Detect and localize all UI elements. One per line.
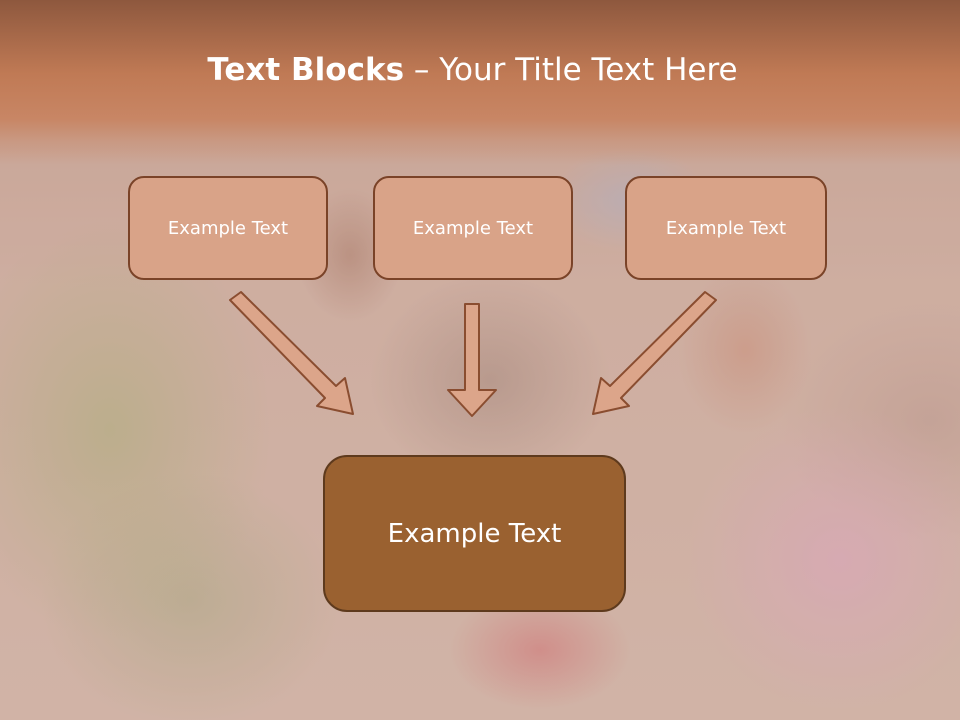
slide-title: Text Blocks – Your Title Text Here xyxy=(0,52,945,88)
text-block-left-label: Example Text xyxy=(167,217,289,239)
text-block-main-label: Example Text xyxy=(387,518,562,549)
title-rest: – Your Title Text Here xyxy=(404,52,738,88)
title-bold: Text Blocks xyxy=(207,52,405,88)
arrow-left xyxy=(229,291,354,415)
arrow-center xyxy=(447,303,497,417)
text-block-right[interactable]: Example Text xyxy=(625,176,827,280)
text-block-center-label: Example Text xyxy=(412,217,534,239)
text-block-main[interactable]: Example Text xyxy=(323,455,626,612)
text-block-center[interactable]: Example Text xyxy=(373,176,573,280)
text-block-left[interactable]: Example Text xyxy=(128,176,328,280)
title-band xyxy=(0,0,960,165)
arrow-right xyxy=(592,291,717,415)
text-block-right-label: Example Text xyxy=(665,217,787,239)
